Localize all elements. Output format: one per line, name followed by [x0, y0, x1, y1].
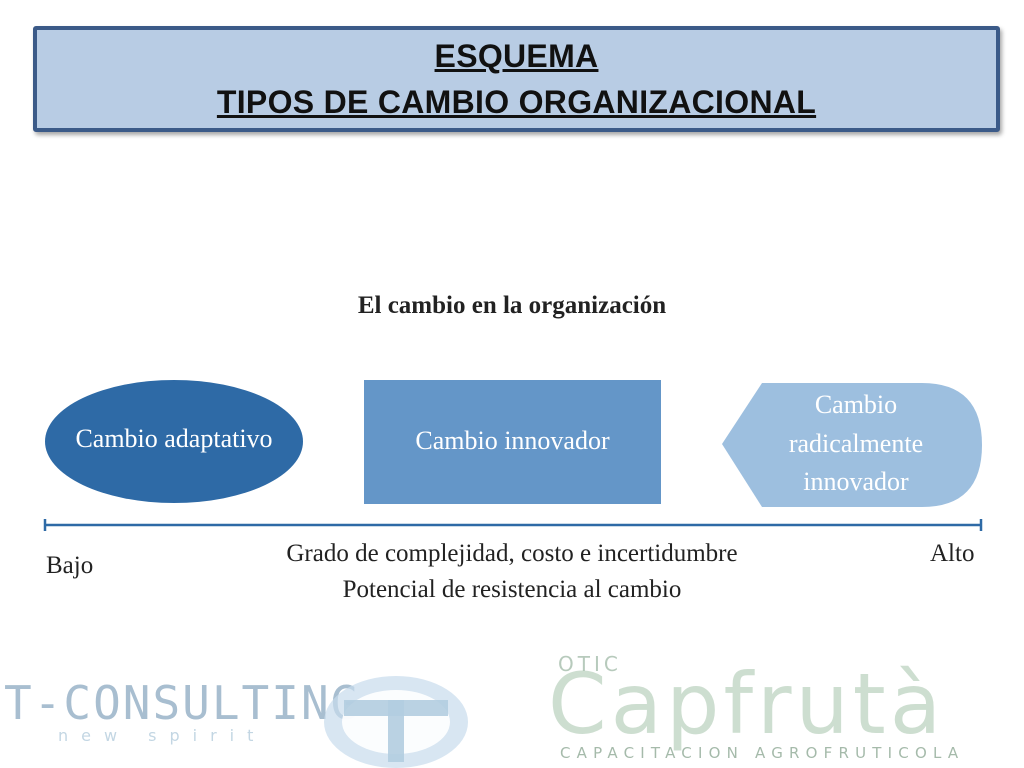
- axis-description-line1: Grado de complejidad, costo e incertidum…: [286, 540, 738, 567]
- axis-description-line2: Potencial de resistencia al cambio: [342, 576, 682, 603]
- radical-change-label-line3: innovador: [803, 467, 909, 497]
- radical-change-label-line1: Cambio: [814, 390, 898, 420]
- adaptive-change-ellipse: [45, 380, 303, 503]
- slide-title-line1: ESQUEMA: [434, 38, 599, 74]
- capfruta-tagline: CAPACITACION AGROFRUTICOLA: [560, 744, 965, 762]
- slide-title-line2: TIPOS DE CAMBIO ORGANIZACIONAL: [216, 84, 817, 120]
- tconsulting-logo-icon: [324, 676, 468, 768]
- radical-change-label-line2: radicalmente: [788, 428, 924, 458]
- innovative-change-label: Cambio innovador: [415, 426, 610, 456]
- radical-change-label: Cambio radicalmente innovador: [744, 386, 968, 502]
- tconsulting-logo-text: T-CONSULTING: [4, 676, 361, 730]
- innovative-change-rectangle: [364, 380, 661, 504]
- complexity-axis: [43, 519, 983, 531]
- radical-change-shape: [722, 383, 982, 507]
- diagram-title: El cambio en la organización: [357, 292, 667, 319]
- slide-title-box: ESQUEMA TIPOS DE CAMBIO ORGANIZACIONAL: [33, 26, 1000, 132]
- axis-high-label: Alto: [930, 540, 975, 567]
- adaptive-change-label: Cambio adaptativo: [75, 424, 273, 454]
- tconsulting-tagline: new spirit: [58, 726, 267, 745]
- capfruta-logo-text: Capfrutà: [548, 655, 946, 753]
- capfruta-logo-prefix: OTIC: [558, 652, 622, 676]
- axis-low-label: Bajo: [46, 552, 94, 579]
